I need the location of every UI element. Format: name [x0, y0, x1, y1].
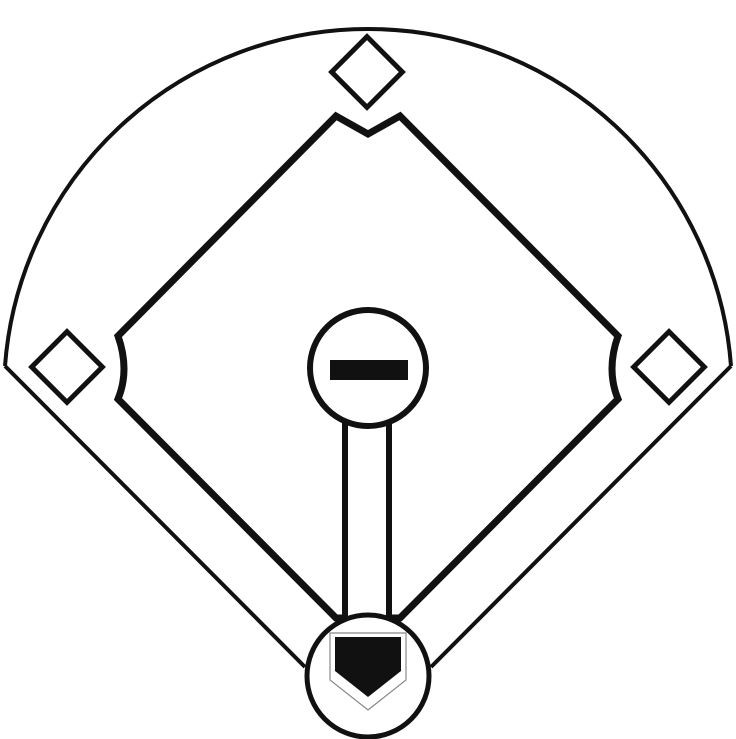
first-base [630, 328, 708, 406]
foul-line-right [429, 364, 733, 669]
home-plate-outline [329, 632, 407, 711]
infield-dirt [113, 111, 623, 622]
mound-path [342, 415, 392, 631]
home-plate [335, 637, 401, 697]
outfield-fence [3, 27, 733, 367]
foul-line-left [3, 364, 307, 669]
pitching-rubber [330, 360, 408, 380]
second-base [328, 33, 406, 111]
third-base [28, 328, 106, 406]
